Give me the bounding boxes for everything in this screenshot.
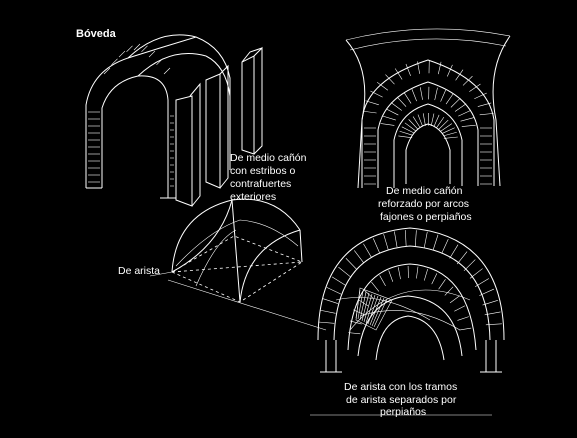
texture-stroke — [442, 239, 449, 254]
texture-stroke — [432, 273, 437, 284]
texture-stroke — [119, 51, 125, 57]
texture-stroke — [398, 136, 412, 138]
texture-stroke — [402, 127, 414, 133]
label-barrel-arches-1: De medio cañón — [386, 185, 463, 197]
texture-stroke — [470, 269, 483, 279]
texture-stroke — [443, 132, 456, 136]
label-barrel-arches-2: reforzado por arcos — [378, 198, 469, 210]
texture-stroke — [373, 238, 379, 253]
texture-stroke — [381, 124, 395, 126]
label-barrel-arches-3: fajones o perpiaños — [380, 211, 472, 223]
texture-stroke — [457, 252, 467, 265]
label-groin: De arista — [118, 265, 160, 277]
texture-stroke — [323, 299, 338, 304]
label-barrel-buttress-4: exteriores — [230, 191, 276, 203]
texture-stroke — [424, 269, 427, 281]
texture-stroke — [363, 111, 377, 113]
texture-stroke — [371, 282, 378, 291]
texture-stroke — [348, 333, 360, 334]
texture-stroke — [446, 93, 453, 104]
texture-stroke — [445, 287, 453, 296]
texture-stroke — [366, 101, 379, 105]
texture-stroke — [431, 114, 434, 126]
texture-stroke — [394, 231, 397, 247]
texture-stroke — [406, 64, 411, 76]
texture-stroke — [459, 328, 471, 330]
label-groin-arches-2: de arista separados por — [346, 394, 457, 406]
texture-stroke — [320, 310, 336, 313]
texture-stroke — [451, 98, 460, 107]
texture-stroke — [389, 271, 393, 282]
texture-stroke — [435, 88, 438, 100]
texture-stroke — [397, 97, 406, 107]
texture-stroke — [461, 118, 474, 122]
texture-stroke — [455, 104, 466, 112]
label-barrel-buttress-1: De medio cañón — [230, 152, 307, 164]
texture-stroke — [398, 267, 400, 279]
texture-stroke — [164, 68, 170, 74]
texture-stroke — [354, 250, 364, 263]
texture-stroke — [383, 116, 396, 120]
texture-stroke — [327, 287, 341, 294]
texture-stroke — [318, 322, 334, 323]
texture-stroke — [413, 117, 420, 128]
texture-stroke — [458, 110, 470, 116]
texture-stroke — [415, 230, 416, 246]
texture-stroke — [332, 277, 346, 285]
texture-stroke — [380, 275, 386, 285]
texture-stroke — [384, 234, 389, 249]
texture-stroke — [475, 278, 489, 286]
texture-stroke — [423, 113, 425, 125]
texture-stroke — [370, 297, 381, 325]
texture-stroke — [454, 306, 465, 312]
texture-stroke — [346, 258, 357, 269]
texture-stroke — [433, 235, 438, 250]
texture-stroke — [412, 89, 417, 101]
texture-stroke — [416, 267, 418, 279]
texture-stroke — [418, 115, 423, 127]
texture-stroke — [480, 113, 494, 114]
texture-stroke — [439, 120, 448, 129]
groin-vault-drawing — [150, 199, 326, 330]
texture-stroke — [450, 296, 460, 303]
texture-stroke — [363, 244, 371, 258]
texture-stroke — [462, 125, 476, 126]
texture-stroke — [404, 93, 411, 104]
texture-stroke — [486, 324, 502, 325]
texture-stroke — [386, 109, 398, 115]
texture-stroke — [400, 131, 413, 135]
barrel-vault-arches-drawing — [346, 29, 510, 188]
texture-stroke — [457, 317, 468, 321]
texture-stroke — [447, 65, 452, 77]
texture-stroke — [420, 87, 422, 99]
label-groin-arches-3: perpiaños — [380, 406, 426, 418]
texture-stroke — [441, 90, 446, 102]
texture-stroke — [391, 103, 402, 111]
texture-stroke — [444, 137, 458, 138]
label-barrel-buttress-2: con estribos o — [230, 165, 296, 177]
texture-stroke — [474, 93, 486, 99]
groin-vault-arches-drawing — [318, 228, 504, 372]
label-groin-arches-1: De arista con los tramos — [344, 381, 457, 393]
texture-stroke — [409, 119, 418, 129]
texture-stroke — [464, 260, 475, 271]
texture-stroke — [405, 123, 416, 131]
label-barrel-buttress-3: contrafuertes — [230, 178, 291, 190]
texture-stroke — [450, 245, 458, 259]
texture-stroke — [338, 267, 350, 277]
texture-stroke — [149, 51, 155, 57]
texture-stroke — [127, 46, 133, 52]
texture-stroke — [405, 230, 406, 246]
texture-stroke — [424, 232, 427, 248]
diagram-title: Bóveda — [76, 28, 117, 40]
texture-stroke — [439, 279, 446, 289]
